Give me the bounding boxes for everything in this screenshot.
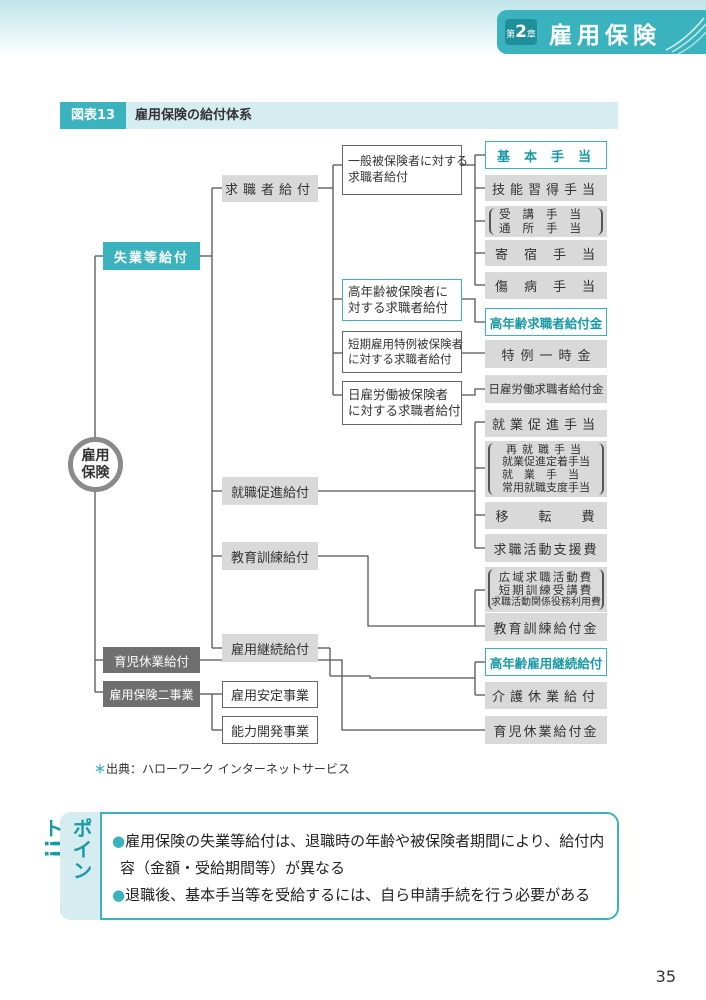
leaf-juko-teate: 受講手当 (499, 207, 593, 222)
konenrei-line2: 対する求職者給付 (348, 300, 449, 315)
bracket-juko (489, 208, 603, 235)
node-shitsugyo-kyufu: 失業等給付 (103, 242, 200, 270)
root-node-koyo-hoken: 雇用 保険 (68, 437, 123, 492)
leaf-kihon-teate: 基本手当 (485, 141, 607, 169)
chapter-tab: 第2章 雇用保険 (497, 10, 706, 54)
point-line-1: 雇用保険の失業等給付は、退職時の年齢や被保険者期間により、給付内 (125, 832, 605, 850)
leaf-koiki-kyushoku: 広域求職活動費 (498, 569, 594, 584)
leaf-kyoiku-kunren-kyufukin: 教育訓練給付金 (485, 613, 607, 641)
point-item-1: ●雇用保険の失業等給付は、退職時の年齢や被保険者期間により、給付内 (112, 828, 612, 855)
point-box: ポイント!! ●雇用保険の失業等給付は、退職時の年齢や被保険者期間により、給付内… (40, 812, 619, 920)
leaf-juko-tsusho: 受講手当 通所手当 (485, 206, 607, 237)
leaf-tokurei-ichijikin: 特例一時金 (485, 340, 607, 368)
chapter-suffix: 章 (526, 30, 536, 40)
source-text: 出典：ハローワーク インターネットサービス (106, 762, 350, 776)
point-text: ●雇用保険の失業等給付は、退職時の年齢や被保険者期間により、給付内 容（金額・受… (112, 828, 612, 909)
node-kyoiku-kunren: 教育訓練給付 (222, 542, 318, 570)
leaf-teichaku-teate: 就業促進定着手当 (502, 455, 590, 469)
bullet-icon: ● (112, 832, 126, 850)
ippan-line1: 一般被保険者に対する (348, 154, 469, 169)
chapter-title: 雇用保険 (549, 23, 661, 49)
chapter-number-badge: 第2章 (505, 19, 537, 45)
leaf-kishuku-teate: 寄宿手当 (485, 240, 607, 266)
leaf-shobyo-teate: 傷病手当 (485, 272, 607, 299)
tanki-line1: 短期雇用特例被保険者 (348, 337, 463, 352)
chapter-prefix: 第 (506, 30, 516, 40)
leaf-kaigo-kyugyo: 介護休業給付 (485, 682, 607, 709)
node-tanki-koyo: 短期雇用特例被保険者 に対する求職者給付 (342, 331, 463, 373)
leaf-hiyatoi-kyushokusha: 日雇労働求職者給付金 (485, 375, 607, 403)
node-ippan-hihokensha: 一般被保険者に対する 求職者給付 (342, 145, 468, 195)
leaf-joyo-shitaku: 常用就職支度手当 (502, 480, 590, 494)
page-number: 35 (655, 967, 676, 986)
figure-title: 雇用保険の給付体系 (135, 108, 253, 123)
point-tag-label: ポイント!! (40, 818, 93, 881)
figure-tag: 図表13 (60, 102, 126, 129)
bracket-koiki (488, 569, 604, 610)
node-nijigyo: 雇用保険二事業 (103, 681, 200, 707)
node-koyo-antei: 雇用安定事業 (222, 681, 318, 708)
konenrei-line1: 高年齢被保険者に (348, 283, 449, 299)
hiyatoi-line1: 日雇労働被保険者 (348, 386, 449, 402)
leaf-shugyo-teate: 就業手当 (502, 468, 590, 481)
leaf-kyushoku-kankei: 求職活動関係役務利用費 (491, 596, 601, 608)
leaf-gino-shutoku: 技能習得手当 (485, 175, 607, 201)
chapter-number: 2 (515, 22, 527, 42)
leaf-konenrei-koyo-keizoku: 高年齢雇用継続給付 (485, 648, 607, 676)
bracket-saishushoku (488, 443, 604, 495)
figure-title-bar: 図表13 雇用保険の給付体系 (60, 102, 618, 129)
point-item-1-cont: 容（金額・受給期間等）が異なる (120, 859, 346, 877)
node-noryoku-kaihatsu: 能力開発事業 (222, 716, 318, 744)
bullet-icon: ● (112, 886, 126, 904)
source-note: ＊出典：ハローワーク インターネットサービス (94, 760, 350, 777)
node-koyo-keizoku: 雇用継続給付 (222, 634, 318, 662)
hiyatoi-line2: に対する求職者給付 (348, 403, 461, 418)
ippan-line2: 求職者給付 (348, 170, 409, 184)
leaf-ikuji-kyugyo-kyufukin: 育児休業給付金 (485, 716, 607, 744)
node-ikuji-kyufu: 育児休業給付 (103, 647, 200, 673)
node-hiyatoi-rodo: 日雇労働被保険者 に対する求職者給付 (342, 381, 462, 425)
leaf-tsusho-teate: 通所手当 (499, 220, 593, 235)
leaf-shugyo-sokushin: 就業促進手当 (485, 410, 607, 437)
leaf-iten-hi: 移転費 (485, 502, 607, 529)
root-label-line2: 保険 (81, 464, 110, 481)
swirl-decoration-icon (665, 17, 706, 54)
tanki-line2: に対する求職者給付 (348, 352, 452, 366)
source-asterisk: ＊ (94, 762, 107, 776)
leaf-konenrei-kyushokusha: 高年齢求職者給付金 (485, 308, 607, 336)
node-kyushokusha-kyufu: 求職者給付 (222, 175, 318, 202)
leaf-kyushoku-katsudo-shien: 求職活動支援費 (485, 534, 607, 562)
node-konenrei-hihokensha: 高年齢被保険者に 対する求職者給付 (342, 279, 462, 321)
root-label-line1: 雇用 (81, 447, 110, 464)
point-tag: ポイント!! (40, 812, 102, 920)
leaf-tanki-kunren: 短期訓練受講費 (498, 582, 594, 597)
leaf-saishushoku-group: 再就職手当 就業促進定着手当 就業手当 常用就職支度手当 (485, 441, 607, 497)
point-item-2: ●退職後、基本手当等を受給するには、自ら申請手続を行う必要がある (112, 882, 612, 909)
node-shushoku-sokushin: 就職促進給付 (222, 477, 318, 505)
leaf-sai-shushoku: 再就職手当 (506, 442, 586, 456)
point-line-3: 退職後、基本手当等を受給するには、自ら申請手続を行う必要がある (125, 886, 591, 904)
leaf-koiki-group: 広域求職活動費 短期訓練受講費 求職活動関係役務利用費 (485, 567, 607, 612)
